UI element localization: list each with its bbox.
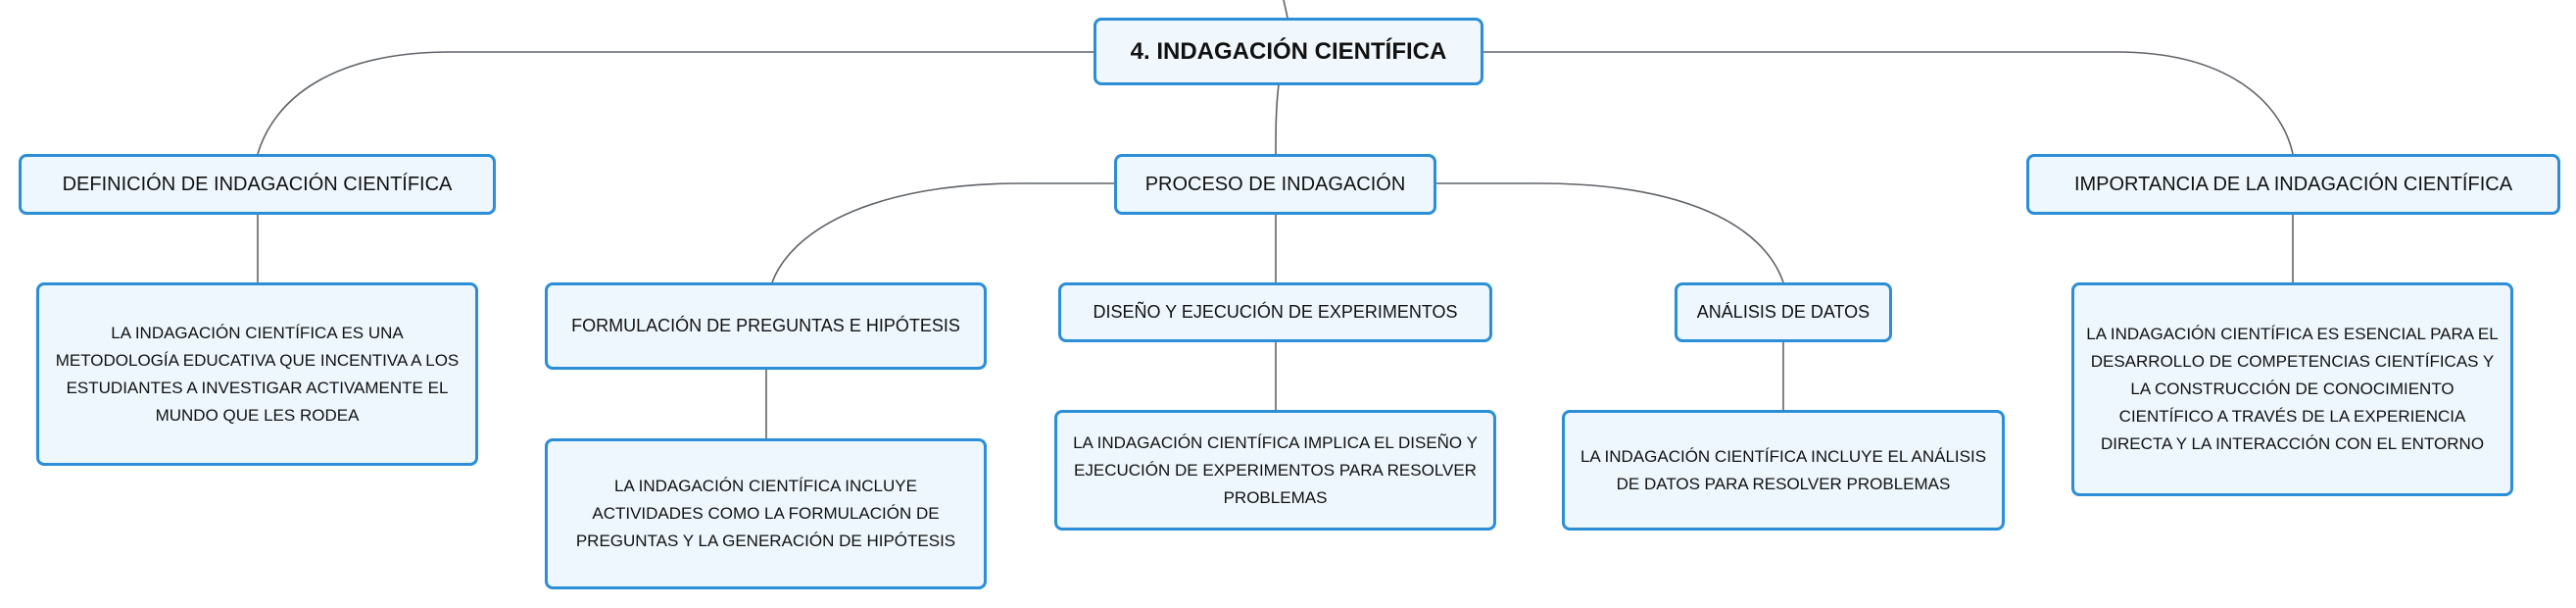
detail-formulacion-text: LA INDAGACIÓN CIENTÍFICA INCLUYE ACTIVID…	[575, 477, 956, 550]
connector-root-definicion	[257, 51, 1094, 155]
root-node[interactable]: 4. INDAGACIÓN CIENTÍFICA	[1094, 18, 1483, 85]
detail-analisis[interactable]: LA INDAGACIÓN CIENTÍFICA INCLUYE EL ANÁL…	[1562, 410, 2005, 531]
topic-importancia[interactable]: IMPORTANCIA DE LA INDAGACIÓN CIENTÍFICA	[2026, 154, 2560, 215]
detail-formulacion[interactable]: LA INDAGACIÓN CIENTÍFICA INCLUYE ACTIVID…	[545, 438, 987, 589]
topic-definicion[interactable]: DEFINICIÓN DE INDAGACIÓN CIENTÍFICA	[19, 154, 496, 215]
topic-definicion-label: DEFINICIÓN DE INDAGACIÓN CIENTÍFICA	[62, 173, 453, 195]
detail-diseno[interactable]: LA INDAGACIÓN CIENTÍFICA IMPLICA EL DISE…	[1054, 410, 1496, 531]
subtopic-formulacion-label: FORMULACIÓN DE PREGUNTAS E HIPÓTESIS	[571, 316, 960, 335]
detail-importancia-text: LA INDAGACIÓN CIENTÍFICA ES ESENCIAL PAR…	[2086, 325, 2499, 453]
detail-definicion-text: LA INDAGACIÓN CIENTÍFICA ES UNA METODOLO…	[55, 323, 460, 425]
connector-parent-root	[1283, 0, 1288, 19]
topic-proceso-label: PROCESO DE INDAGACIÓN	[1144, 173, 1406, 195]
topic-importancia-label: IMPORTANCIA DE LA INDAGACIÓN CIENTÍFICA	[2073, 173, 2513, 195]
root-node-label: 4. INDAGACIÓN CIENTÍFICA	[1130, 37, 1447, 65]
topic-proceso[interactable]: PROCESO DE INDAGACIÓN	[1114, 154, 1436, 215]
subtopic-analisis-label: ANÁLISIS DE DATOS	[1696, 302, 1871, 322]
connector-proceso-analisis	[1435, 182, 1784, 283]
connector-proceso-formulacion	[771, 182, 1114, 283]
subtopic-diseno[interactable]: DISEÑO Y EJECUCIÓN DE EXPERIMENTOS	[1058, 282, 1492, 342]
detail-analisis-text: LA INDAGACIÓN CIENTÍFICA INCLUYE EL ANÁL…	[1580, 446, 1987, 493]
detail-definicion[interactable]: LA INDAGACIÓN CIENTÍFICA ES UNA METODOLO…	[36, 282, 478, 466]
subtopic-analisis[interactable]: ANÁLISIS DE DATOS	[1675, 282, 1892, 342]
subtopic-formulacion[interactable]: FORMULACIÓN DE PREGUNTAS E HIPÓTESIS	[545, 282, 987, 370]
connector-root-proceso	[1275, 83, 1280, 155]
connector-root-importancia	[1482, 51, 2294, 155]
detail-diseno-text: LA INDAGACIÓN CIENTÍFICA IMPLICA EL DISE…	[1073, 432, 1478, 507]
subtopic-diseno-label: DISEÑO Y EJECUCIÓN DE EXPERIMENTOS	[1093, 302, 1458, 322]
detail-importancia[interactable]: LA INDAGACIÓN CIENTÍFICA ES ESENCIAL PAR…	[2071, 282, 2513, 496]
